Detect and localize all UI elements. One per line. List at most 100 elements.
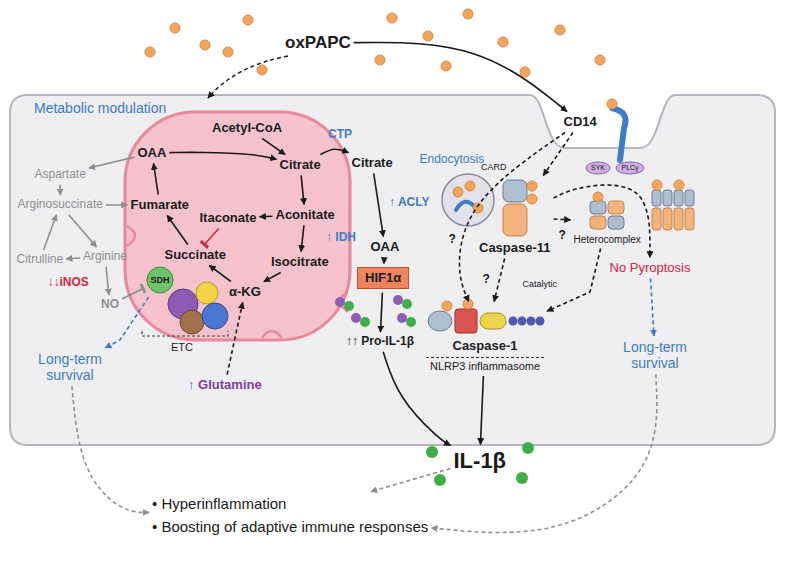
pro-cytokine-dimers xyxy=(335,295,416,327)
metabolite-label-text: Fumarate xyxy=(131,198,190,213)
domain-label: CARD xyxy=(481,162,507,172)
enzyme-circle-fill xyxy=(147,267,173,293)
mitochondrion xyxy=(125,112,350,340)
receptor xyxy=(612,108,626,160)
outcome-list-text: • Boosting of adaptive immune responses xyxy=(152,518,428,535)
connector-arrow xyxy=(543,132,573,175)
cytokine-label: IL-1β xyxy=(454,448,507,473)
metabolite-label: Citrate xyxy=(280,158,321,173)
connector-arrow xyxy=(227,302,243,374)
endosome xyxy=(456,202,474,210)
lipid-particle xyxy=(423,31,433,41)
stimulus-label: oxPAPC xyxy=(285,33,351,53)
connector-arrow xyxy=(204,228,218,244)
mitochondrion xyxy=(127,226,135,246)
pro-cytokine-dimers xyxy=(335,297,345,307)
lipid-particle xyxy=(442,301,452,311)
caspase-11-oligomer xyxy=(663,208,672,230)
metabolite-label: Itaconate xyxy=(200,211,257,226)
metabolite-label: Succinate xyxy=(165,248,226,263)
enzyme-change-label: ↓↓iNOS xyxy=(48,276,89,290)
lipid-particle xyxy=(441,61,451,71)
connector-arrow xyxy=(72,386,149,512)
nutrient-label-text: ↑ Glutamine xyxy=(188,378,262,393)
metabolite-label-text: Citrate xyxy=(280,158,321,173)
inflammasome-node-text: Caspase-1 xyxy=(453,339,518,354)
lipid-particle xyxy=(170,23,180,33)
caspase-11-oligomer xyxy=(685,190,694,206)
heterocomplex-protein xyxy=(590,201,624,229)
metabolite-label-text: Citrate xyxy=(352,156,393,171)
pro-cytokine-dimers xyxy=(402,299,412,309)
nutrient-label: ↑ Glutamine xyxy=(188,378,262,393)
lipid-particle xyxy=(527,181,537,191)
outcome-label-text: No Pyroptosis xyxy=(610,261,691,276)
connector-label: ↑ ACLY xyxy=(389,196,429,210)
heterocomplex-node: Heterocomplex xyxy=(574,198,641,246)
connector-arrow xyxy=(374,173,384,236)
connector-arrow xyxy=(44,215,57,250)
mitochondrion xyxy=(262,331,282,338)
outcome-list: • Hyperinflammation • Boosting of adaptiv… xyxy=(152,495,428,536)
connector-arrow xyxy=(209,265,231,281)
connector-label: ? xyxy=(559,229,566,243)
connector-arrow xyxy=(554,185,650,258)
outcome-list-text: • Hyperinflammation xyxy=(152,495,286,512)
metabolite-label: Aconitate xyxy=(276,208,335,223)
cytokine-label-text: IL-1β xyxy=(454,448,507,473)
outcome-label: Long-term survival xyxy=(30,351,110,383)
connector-arrow xyxy=(431,374,657,532)
connector-arrow xyxy=(89,157,135,168)
metabolite-label: Acetyl-CoA xyxy=(212,121,282,136)
inflammasome-protein xyxy=(509,317,518,326)
urea-cycle-label-text: Arginine xyxy=(83,250,127,264)
pro-cytokine-dimers xyxy=(344,301,354,311)
connector-arrow xyxy=(262,138,285,154)
outcome-label-text: Long-term survival xyxy=(615,339,695,371)
process-label: Endocytosis xyxy=(420,153,485,167)
heterocomplex-protein xyxy=(608,216,624,229)
metabolite-label-text: Succinate xyxy=(165,248,226,263)
outcome-label-text: Long-term survival xyxy=(30,351,110,383)
heterocomplex-protein xyxy=(590,201,606,214)
cytokine-dots xyxy=(516,472,528,484)
caspase-11-oligomer xyxy=(685,208,694,230)
lipid-particle xyxy=(607,99,617,109)
connector-label: CTP xyxy=(328,128,352,142)
caspase-11-protein xyxy=(503,180,527,236)
metabolite-label: Isocitrate xyxy=(271,255,329,270)
kinase-label: SYK xyxy=(591,164,605,172)
inflammasome-protein xyxy=(480,313,506,329)
caspase-11-oligomer xyxy=(652,190,694,230)
metabolite-label-text: Itaconate xyxy=(200,211,257,226)
connector-arrow xyxy=(169,152,276,159)
outcome-label: Long-term survival xyxy=(615,339,695,371)
metabolite-label-text: Aconitate xyxy=(276,208,335,223)
connector-arrow xyxy=(167,215,188,244)
cytokine-precursor-label: ↑↑ Pro-IL-1β xyxy=(346,335,414,349)
heterocomplex-protein xyxy=(590,216,606,229)
pro-cytokine-dimers xyxy=(351,313,361,323)
urea-cycle-label: Aspartate xyxy=(35,168,86,182)
inflammasome-node: Caspase-1NLRP3 inflammasome xyxy=(426,305,544,374)
caspase-11-oligomer xyxy=(674,208,683,230)
inflammasome-protein xyxy=(518,317,527,326)
complex-label: ETC xyxy=(171,341,193,354)
connector-label: ↑ IDH xyxy=(326,231,356,245)
receptor xyxy=(616,162,644,174)
caspase-11-node-text: Caspase-11 xyxy=(479,241,551,256)
connector-arrow xyxy=(69,215,97,247)
caspase-11-oligomer xyxy=(652,190,661,206)
caspase-11-node: Caspase-11 xyxy=(479,179,551,256)
section-heading: Metabolic modulation xyxy=(34,100,166,116)
connector-arrow xyxy=(154,163,159,194)
transcription-factor-box-text: HIF1α xyxy=(365,271,401,286)
urea-cycle-label-text: NO xyxy=(101,298,119,312)
domain-label: Catalytic xyxy=(523,279,558,289)
cell-membrane xyxy=(10,95,775,445)
lipid-particle xyxy=(223,47,233,57)
lipid-particle xyxy=(463,299,473,309)
connector-arrow xyxy=(371,469,451,492)
lipid-particle xyxy=(387,13,397,23)
connector-arrow xyxy=(320,149,348,154)
